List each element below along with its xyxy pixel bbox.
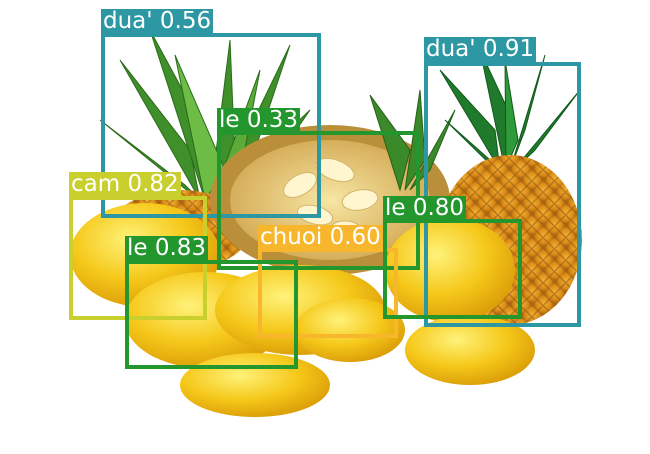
mangoes: [70, 203, 535, 417]
detection-box-le-083: [125, 260, 298, 369]
detection-label: cam 0.82: [69, 171, 181, 197]
detection-label: le 0.83: [125, 235, 209, 261]
detection-box-le-080: [383, 219, 522, 319]
pineapple-back: [369, 89, 456, 192]
detection-box-pineapple-2: [424, 62, 581, 327]
detection-label: le 0.33: [217, 107, 301, 133]
detection-label: le 0.80: [383, 195, 467, 221]
detection-label: chuoi 0.60: [258, 224, 383, 250]
detection-box-chuoi: [258, 248, 398, 338]
detection-label: dua' 0.91: [424, 36, 537, 62]
detection-box-pineapple-1: [101, 33, 321, 218]
detection-label: dua' 0.56: [101, 8, 214, 34]
